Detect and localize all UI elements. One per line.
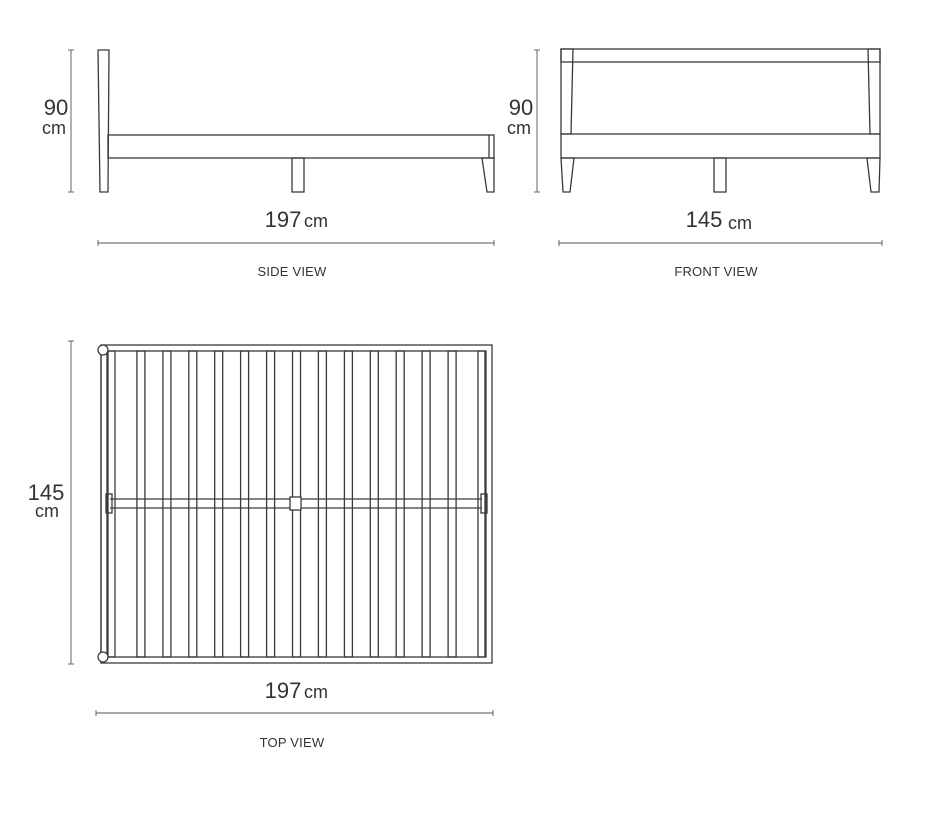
front-height-value: 90	[509, 95, 533, 120]
side-length-value: 197	[265, 207, 302, 232]
top-view-length-dimension: 197 cm	[95, 678, 494, 716]
slat	[395, 350, 405, 658]
slat	[239, 350, 250, 658]
front-view-caption: FRONT VIEW	[674, 264, 758, 279]
slat	[447, 350, 457, 658]
side-view-bed-drawing	[97, 49, 495, 193]
top-view-width-dimension: 145 cm	[28, 340, 74, 665]
front-width-unit: cm	[728, 213, 752, 233]
slat	[317, 350, 328, 658]
top-view-caption: TOP VIEW	[260, 735, 325, 750]
slat	[136, 350, 146, 658]
front-view: 90 cm 145 cm FRONT VIEW	[507, 48, 883, 279]
slat	[421, 350, 431, 658]
front-view-bed-drawing	[560, 48, 881, 193]
side-height-value: 90	[44, 95, 68, 120]
side-height-unit: cm	[42, 118, 66, 138]
top-width-unit: cm	[35, 501, 59, 521]
slat	[265, 350, 276, 658]
top-view: 145 cm 197 cm TOP VIEW	[28, 340, 494, 750]
slat	[188, 350, 198, 658]
front-view-height-dimension: 90 cm	[507, 49, 540, 193]
front-view-width-dimension: 145 cm	[558, 207, 883, 246]
side-view-height-dimension: 90 cm	[42, 49, 74, 193]
top-length-value: 197	[265, 678, 302, 703]
slats-group	[136, 350, 457, 658]
side-length-unit: cm	[304, 211, 328, 231]
side-view-caption: SIDE VIEW	[258, 264, 328, 279]
front-width-value: 145	[686, 207, 723, 232]
slat	[162, 350, 172, 658]
front-height-unit: cm	[507, 118, 531, 138]
slat	[343, 350, 354, 658]
side-view-length-dimension: 197 cm	[97, 207, 495, 246]
top-view-bed-drawing	[97, 344, 493, 664]
side-view: 90 cm 197 cm SIDE VIEW	[42, 49, 495, 279]
top-width-value: 145	[28, 480, 65, 505]
top-length-unit: cm	[304, 682, 328, 702]
slat	[214, 350, 224, 658]
slat	[369, 350, 379, 658]
